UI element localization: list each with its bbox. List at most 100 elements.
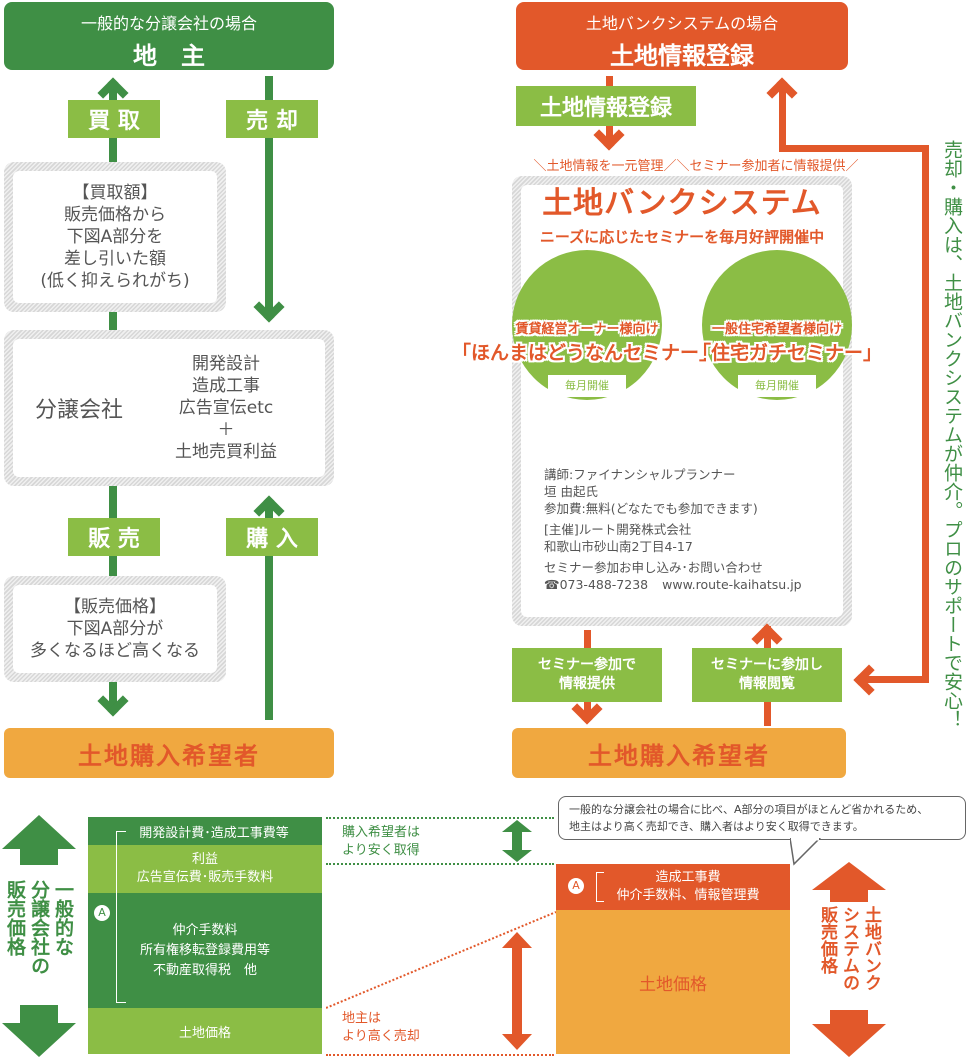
seminar-audience: 一般住宅希望者様向け — [711, 322, 842, 337]
arrow-down-icon — [253, 291, 285, 323]
developer-box: 分譲会社 開発設計 造成工事 広告宣伝etc ＋ 土地売買利益 — [4, 330, 334, 486]
seminar-frequency: 毎月開催 — [548, 375, 626, 397]
stack-land-price: 土地価格 — [556, 910, 790, 1054]
stack-text: 利益 — [191, 852, 218, 867]
seminar-frequency: 毎月開催 — [738, 375, 816, 397]
phone[interactable]: ☎073-488-7238 — [544, 577, 649, 592]
header-subtitle: 一般的な分譲会社の場合 — [80, 14, 257, 33]
sale-price-line: 多くなるほど高くなる — [30, 641, 200, 661]
side-note: 売却・購入は、土地バンクシステムが仲介。プロのサポートで安心！ — [941, 140, 963, 729]
arrow-down-icon — [97, 685, 129, 717]
diagonal-guide-line — [326, 911, 556, 1009]
buyer-note: 購入希望者は より安く取得 — [342, 824, 420, 860]
label-line: 情報閲覧 — [739, 676, 795, 692]
stack-text: 不動産取得税 他 — [152, 962, 257, 978]
left-buyer-box: 土地購入希望者 — [4, 728, 334, 778]
stack-fees: 仲介手数料 所有権移転登録費用等 不動産取得税 他 — [88, 893, 322, 1008]
address: 和歌山市砂山南2丁目4-17 — [544, 539, 693, 554]
land-bank-header: 土地バンクシステムの場合 土地情報登録 — [516, 2, 848, 70]
a-marker-icon: A — [94, 905, 110, 921]
double-arrow-green-icon — [502, 820, 532, 862]
sale-price-line: 【販売価格】 — [64, 597, 166, 617]
general-price-stack: 開発設計費･造成工事費等 利益 広告宣伝費･販売手数料 仲介手数料 所有権移転登… — [88, 817, 322, 1054]
developer-cost: 土地売買利益 — [175, 442, 277, 462]
label-line: 情報提供 — [559, 676, 615, 692]
system-title: 土地バンクシステム — [542, 186, 822, 221]
header-title: 土地情報登録 — [610, 42, 754, 70]
stack-text: 所有権移転登録費用等 — [139, 942, 270, 958]
label-col: 販売価格 — [817, 906, 837, 974]
label-line: セミナー参加で — [538, 657, 636, 673]
tagline-left: ＼土地情報を一元管理／ — [533, 159, 677, 174]
buyback-line: 差し引いた額 — [64, 249, 166, 269]
developer-cost: 広告宣伝etc — [178, 398, 274, 418]
seminar-audience: 賃貸経営オーナー様向け — [515, 322, 659, 337]
lecturer-name: 垣 由起氏 — [544, 484, 598, 499]
callout-tail — [790, 838, 822, 866]
stack-fees: 造成工事費 仲介手数料、情報管理費 — [556, 864, 790, 910]
buyback-line: (低く抑えられがち) — [40, 271, 190, 291]
stack-text: 土地価格 — [639, 974, 707, 995]
big-arrow-down-icon — [2, 1005, 76, 1057]
sell-label: 売 却 — [226, 100, 318, 138]
a-bracket — [116, 831, 126, 1003]
sale-price-line: 下図A部分が — [66, 619, 164, 639]
developer-cost: 造成工事 — [192, 376, 260, 396]
stack-text: 広告宣伝費･販売手数料 — [136, 870, 274, 885]
buy-label: 買 取 — [68, 100, 160, 138]
return-arrow-line — [860, 676, 929, 683]
a-bracket — [596, 872, 604, 902]
label-col: 一般的な — [52, 880, 74, 956]
browse-info-label: セミナーに参加し 情報閲覧 — [692, 648, 842, 702]
purchase-arrow-line — [265, 500, 273, 720]
stack-land-price: 土地価格 — [88, 1008, 322, 1054]
big-arrow-up-icon — [2, 815, 76, 865]
buyback-line: 【買取額】 — [72, 183, 158, 203]
general-price-label: 一般的な 分譲会社の 販売価格 — [2, 880, 76, 1000]
big-arrow-up-icon — [812, 862, 886, 902]
callout-bubble: 一般的な分譲会社の場合に比べ、A部分の項目がほとんど省かれるため、 地主はより高… — [558, 796, 966, 840]
stack-dev-cost: 開発設計費･造成工事費等 — [88, 817, 322, 845]
guide-line — [326, 1054, 554, 1056]
seminar-info: 講師:ファイナンシャルプランナー 垣 由起氏 参加費:無料(どなたでも参加できま… — [544, 466, 844, 593]
return-arrow-line — [779, 82, 786, 152]
fee: 参加費:無料(どなたでも参加できます) — [544, 501, 758, 516]
right-buyer-box: 土地購入希望者 — [512, 728, 846, 778]
stack-text: 土地価格 — [178, 1025, 231, 1041]
return-arrow-line — [922, 145, 929, 683]
note-line: より安く取得 — [342, 843, 420, 858]
callout-line: 一般的な分譲会社の場合に比べ、A部分の項目がほとんど省かれるため、 — [569, 803, 929, 816]
label-col: 販売価格 — [4, 880, 26, 956]
guide-line — [326, 863, 554, 865]
label-col: システムの — [839, 906, 859, 991]
buyback-box: 【買取額】 販売価格から 下図A部分を 差し引いた額 (低く抑えられがち) — [4, 162, 226, 312]
header-subtitle: 土地バンクシステムの場合 — [585, 14, 779, 33]
guide-line — [326, 817, 554, 819]
stack-text: 造成工事費 — [655, 870, 721, 885]
sale-label: 販 売 — [68, 518, 160, 556]
organizer: [主催]ルート開発株式会社 — [544, 522, 692, 537]
note-line: 地主は — [342, 1011, 382, 1026]
seminar-name: 「ほんまはどうなんセミナー」 — [451, 342, 718, 364]
sale-price-box: 【販売価格】 下図A部分が 多くなるほど高くなる — [4, 576, 226, 682]
arrow-left-icon — [853, 664, 885, 696]
arrow-up-icon — [766, 77, 798, 109]
developer-cost: ＋ — [217, 420, 235, 440]
label-col: 土地バンク — [861, 906, 881, 991]
header-title: 地 主 — [133, 42, 205, 70]
callout-line: 地主はより高く売却でき、購入者はより安く取得できます。 — [569, 820, 864, 833]
owner-note: 地主は より高く売却 — [342, 1010, 420, 1046]
land-bank-price-label: 土地バンク システムの 販売価格 — [812, 906, 886, 1010]
stack-text: 開発設計費･造成工事費等 — [139, 825, 289, 841]
lecturer: 講師:ファイナンシャルプランナー — [544, 467, 736, 482]
purchase-label: 購 入 — [226, 518, 318, 556]
note-line: 購入希望者は — [342, 825, 421, 840]
website-link[interactable]: www.route-kaihatsu.jp — [662, 577, 802, 592]
contact-label: セミナー参加お申し込み･お問い合わせ — [544, 560, 763, 575]
sell-arrow-line — [265, 76, 273, 316]
stack-text: 仲介手数料 — [172, 922, 238, 938]
buyback-line: 販売価格から — [64, 205, 166, 225]
label-col: 分譲会社の — [28, 880, 50, 975]
provide-info-label: セミナー参加で 情報提供 — [512, 648, 662, 702]
land-bank-price-stack: 造成工事費 仲介手数料、情報管理費 A 土地価格 — [556, 864, 790, 1054]
